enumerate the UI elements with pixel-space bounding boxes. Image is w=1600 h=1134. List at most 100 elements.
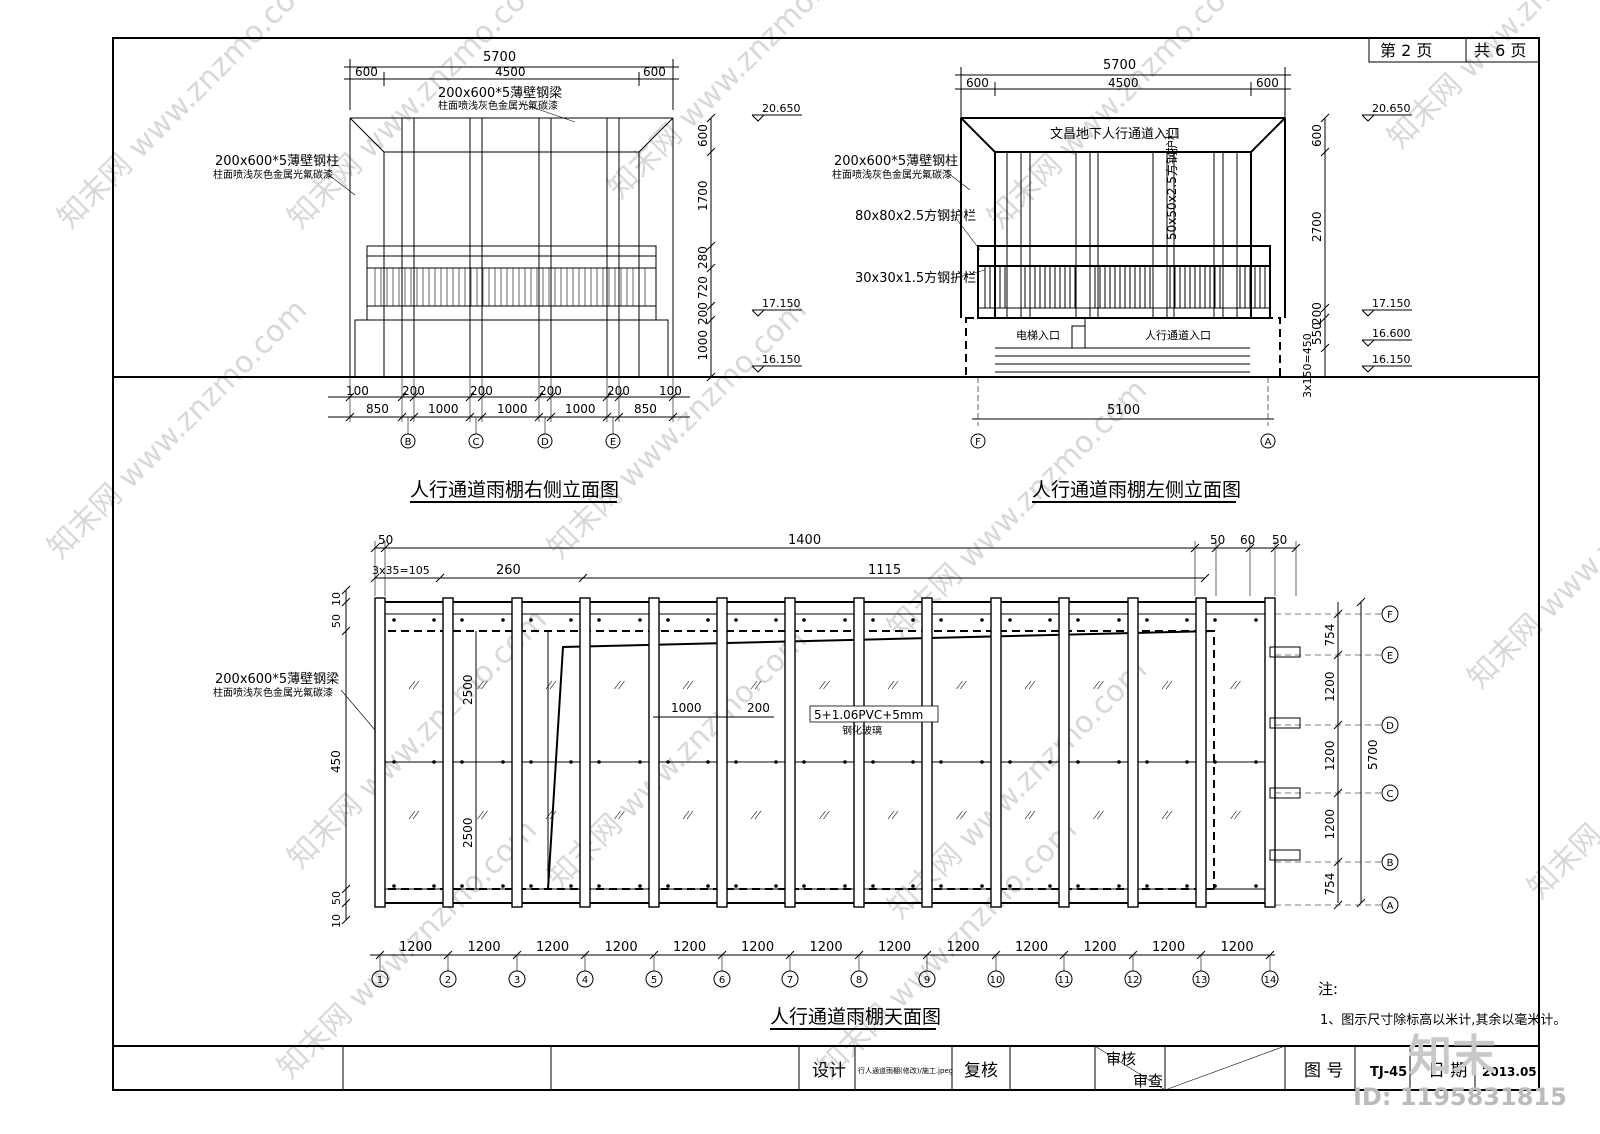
plan-column	[1195, 597, 1207, 908]
bottom-dim: 1200	[1152, 940, 1185, 955]
bottom-dim: 1200	[810, 940, 843, 955]
r-beam-note-2: 柱面喷浅灰色金属光氟碳漆	[438, 99, 558, 112]
hatch	[956, 680, 963, 690]
plan-mid-dim-1: 1000	[671, 701, 702, 715]
elevation-value: 16.150	[1372, 353, 1411, 366]
bolt	[911, 884, 915, 888]
plan-column	[784, 597, 796, 908]
axis-label: 13	[1195, 975, 1208, 986]
r-dim-mid: 4500	[495, 65, 526, 79]
dim-tick	[1190, 543, 1200, 553]
bolt	[432, 618, 436, 622]
dim-tick	[465, 392, 475, 402]
v-dim-text: 2700	[1310, 211, 1324, 242]
elevation-symbol	[751, 365, 765, 373]
bolt	[638, 760, 642, 764]
hatch	[1234, 810, 1241, 820]
axis-bubble	[713, 970, 731, 988]
bolt	[734, 760, 738, 764]
dim-tick	[1320, 343, 1330, 353]
bolt	[432, 760, 436, 764]
bolt	[843, 760, 847, 764]
elevation-symbol	[1361, 114, 1375, 122]
bolt	[980, 760, 984, 764]
axis-bubble	[508, 970, 526, 988]
dim-text-a: 100	[346, 384, 369, 398]
right-dim: 1200	[1323, 740, 1337, 771]
bolt	[1076, 618, 1080, 622]
bolt	[802, 760, 806, 764]
bolt	[460, 760, 464, 764]
dim-tick	[1291, 543, 1301, 553]
top-dim-a: 50	[1210, 533, 1225, 547]
dim-tick	[397, 392, 407, 402]
bolt	[1185, 760, 1189, 764]
bolt	[501, 760, 505, 764]
dim-tick	[477, 392, 487, 402]
axis-bubble	[970, 433, 986, 449]
dim-text-a: 200	[402, 384, 425, 398]
axis-bubble	[371, 970, 389, 988]
hatch	[887, 680, 895, 690]
dim-tick	[578, 573, 588, 583]
top-dim-b: 3x35=105	[372, 564, 430, 577]
bolt	[734, 618, 738, 622]
axis-label: C	[1387, 789, 1394, 800]
watermark-text: 知末网 www.znzmo.com	[1381, 0, 1600, 156]
hatch	[1161, 680, 1169, 690]
dim-tick	[668, 392, 678, 402]
dim-tick	[706, 301, 716, 311]
plan-glass-hatch	[408, 680, 1241, 820]
axis-label: 4	[582, 975, 588, 986]
hatch	[1165, 810, 1173, 820]
axis-label: 9	[924, 975, 930, 986]
dim-tick	[370, 573, 380, 583]
hatch	[481, 680, 488, 690]
plan-column	[579, 597, 591, 908]
bolt	[1076, 884, 1080, 888]
page-no: 第 2 页	[1380, 41, 1432, 60]
date-value: 2013.05	[1482, 1065, 1537, 1079]
glass-note-1: 5+1.06PVC+5mm	[814, 708, 923, 722]
plan-column	[374, 597, 386, 908]
hatch	[754, 810, 762, 820]
axis-bubble	[1381, 853, 1399, 871]
hatch	[545, 680, 553, 690]
axis-bubble	[918, 970, 936, 988]
bolt	[980, 618, 984, 622]
plan-inner-dim-2: 2500	[461, 817, 475, 848]
dim-tick	[465, 412, 475, 422]
v-dim-text: 280	[696, 246, 710, 269]
watermark-text: 知末网 www.znzmo.com	[541, 293, 814, 566]
l-stair-dim: 3x150=450	[1301, 333, 1314, 398]
dim-tick	[380, 543, 390, 553]
dim-tick	[1356, 898, 1366, 908]
hatch	[412, 680, 420, 690]
design-file: 行人通道雨棚(修改)/施工.jpeg	[858, 1066, 953, 1075]
dim-tick	[546, 392, 556, 402]
dim-text-a: 200	[470, 384, 493, 398]
dim-tick	[1320, 113, 1330, 123]
axis-label: 11	[1058, 975, 1071, 986]
bottom-dim: 1200	[878, 940, 911, 955]
hatch	[956, 810, 963, 820]
elevation-symbol	[751, 309, 765, 317]
hatch	[549, 680, 557, 690]
bolt	[774, 884, 778, 888]
left-dim: 50	[330, 614, 343, 628]
plan-columns	[374, 597, 1301, 908]
dim-tick	[614, 392, 624, 402]
right-elevation-title: 人行通道雨棚右侧立面图	[410, 479, 619, 501]
dim-tick	[534, 392, 544, 402]
left-dim: 10	[330, 914, 343, 928]
plan-column	[921, 597, 933, 908]
v-dim-text: 720	[696, 276, 710, 299]
bottom-dim: 1200	[1221, 940, 1254, 955]
axis-label: F	[975, 437, 981, 448]
axis-bubble	[781, 970, 799, 988]
plan-beam-note-2: 柱面喷浅灰色金属光氟碳漆	[213, 686, 333, 699]
column	[538, 117, 552, 378]
